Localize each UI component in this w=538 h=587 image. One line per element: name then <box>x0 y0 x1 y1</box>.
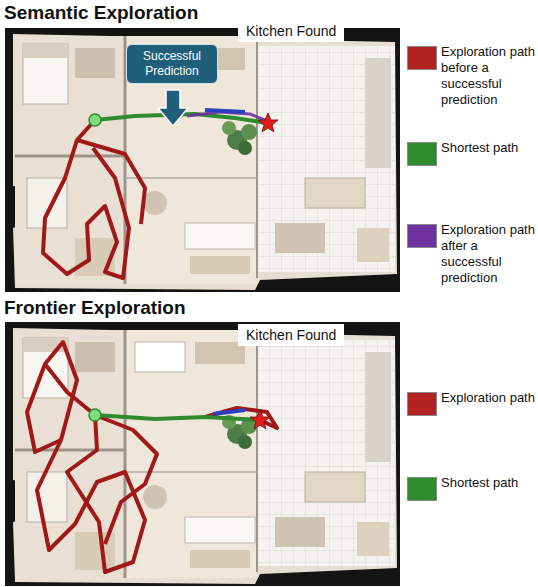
plan-shape <box>5 322 400 586</box>
semantic-floorplan <box>5 28 400 292</box>
frontier-floorplan <box>5 322 400 586</box>
legend-swatch <box>407 477 437 501</box>
prediction-arrow <box>158 90 188 126</box>
legend-text: Shortest path <box>441 475 535 491</box>
legend-swatch <box>407 142 437 166</box>
plan-shape <box>250 410 270 429</box>
plan-shape <box>158 90 188 126</box>
plan-shape <box>89 114 101 126</box>
legend-swatch <box>407 392 437 416</box>
legend-swatch <box>407 46 437 70</box>
room-label: Kitchen Found <box>238 20 344 42</box>
plan-shape <box>95 415 157 544</box>
callout-box: Successful Prediction <box>126 44 218 84</box>
legend-text: Exploration path after a successful pred… <box>441 222 535 286</box>
plan-shape <box>5 28 400 292</box>
plan-shape <box>205 110 245 112</box>
panel-title: Frontier Exploration <box>4 297 186 319</box>
legend-swatch <box>407 224 437 248</box>
plan-shape <box>89 409 101 421</box>
legend-text: Exploration path before a successful pre… <box>441 44 535 108</box>
plan-shape <box>258 113 278 132</box>
callout-text: Successful Prediction <box>131 49 213 79</box>
panel-title: Semantic Exploration <box>4 2 198 24</box>
legend-text: Shortest path <box>441 140 535 156</box>
legend-text: Exploration path <box>441 390 535 406</box>
plan-shape <box>37 342 145 572</box>
plan-shape <box>95 415 260 420</box>
plan-shape <box>77 140 145 224</box>
plan-shape <box>213 410 245 414</box>
room-label: Kitchen Found <box>238 324 344 346</box>
plan-shape <box>27 364 61 452</box>
plan-shape <box>187 112 267 121</box>
